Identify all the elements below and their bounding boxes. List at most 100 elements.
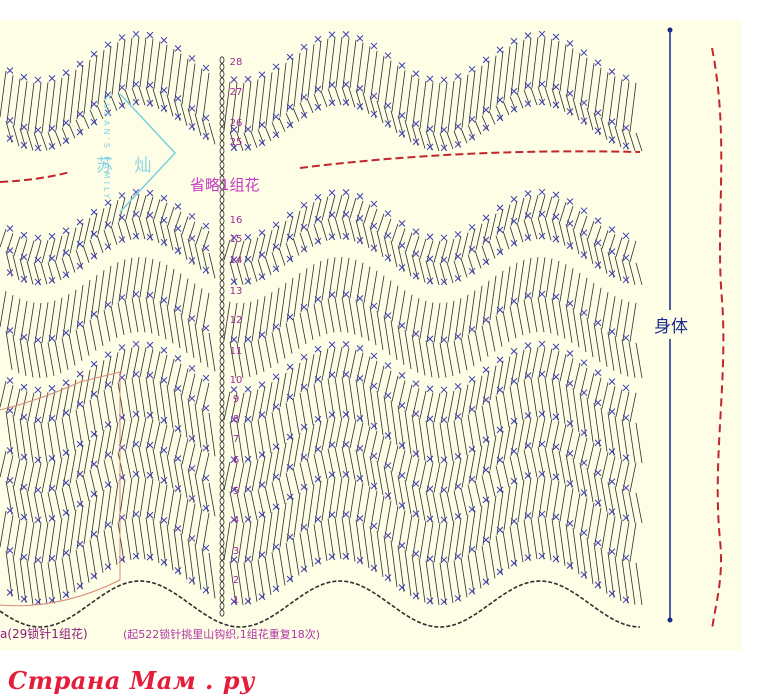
divider-chain-link (219, 245, 225, 253)
stitch-stroke (285, 322, 293, 354)
stitch-stroke (314, 420, 322, 454)
stitch-stroke (83, 439, 91, 475)
stitch-stroke (26, 421, 34, 463)
stitch-stroke (558, 220, 566, 246)
stitch-stroke (153, 261, 161, 300)
stitch-stroke (551, 218, 559, 243)
crossing-mark (468, 405, 476, 413)
stitch-stroke (251, 389, 259, 422)
crossing-mark (440, 144, 448, 152)
stitch-stroke (68, 123, 76, 139)
stitch-stroke (138, 296, 146, 333)
stitch-stroke (271, 482, 279, 509)
stitch-stroke (48, 460, 56, 493)
crossing-mark (118, 34, 126, 41)
stitch-stroke (6, 385, 14, 412)
crossing-mark (328, 411, 336, 419)
crossing-mark (62, 249, 70, 257)
crossing-mark (398, 242, 406, 249)
stitch-stroke (111, 482, 119, 526)
stitch-stroke (341, 296, 349, 333)
crossing-mark (370, 452, 378, 460)
crossing-mark (482, 236, 490, 244)
row-number: 28 (229, 57, 243, 68)
divider-chain-link (219, 259, 225, 267)
stitch-stroke (622, 521, 630, 560)
crossing-mark (272, 373, 280, 381)
stitch-stroke (62, 232, 70, 258)
row-number: 2 (232, 575, 240, 586)
stitch-stroke (475, 505, 483, 550)
stitch-stroke (530, 217, 538, 240)
crossing-mark (104, 199, 112, 207)
crossing-mark (34, 256, 42, 264)
stitch-stroke (635, 342, 643, 379)
crossing-mark (90, 50, 98, 58)
divider-chain-link (219, 63, 225, 71)
crossing-mark (258, 451, 266, 459)
stitch-stroke (355, 519, 363, 565)
crossing-mark (314, 515, 322, 523)
stitch-stroke (509, 96, 517, 112)
stitch-stroke (537, 516, 545, 560)
crossing-mark (300, 223, 308, 231)
stitch-stroke (258, 456, 266, 490)
stitch-stroke (257, 559, 265, 599)
stitch-stroke (47, 422, 55, 461)
crossing-mark (62, 137, 70, 145)
body-label: 身体 (654, 310, 688, 339)
crossing-mark (468, 65, 476, 73)
stitch-stroke (607, 252, 615, 278)
crossing-mark (174, 45, 182, 52)
crossing-mark (608, 226, 616, 234)
stitch-stroke (545, 258, 553, 298)
stitch-stroke (6, 75, 14, 122)
body-measure-top (667, 27, 673, 33)
stitch-stroke (517, 197, 525, 223)
stitch-stroke (454, 236, 462, 261)
stitch-stroke (265, 292, 273, 336)
stitch-stroke (47, 562, 55, 603)
crossing-mark (48, 515, 56, 522)
stitch-stroke (503, 266, 511, 311)
crossing-mark (454, 73, 462, 80)
divider-chain-link (219, 203, 225, 211)
stitch-stroke (580, 277, 588, 314)
stitch-stroke (26, 341, 34, 378)
crossing-mark (482, 396, 490, 404)
crossing-mark (552, 373, 560, 381)
stitch-stroke (559, 484, 567, 522)
stitch-stroke (377, 365, 385, 392)
stitch-stroke (68, 484, 76, 511)
stitch-stroke (264, 336, 272, 369)
stitch-stroke (97, 208, 105, 235)
stitch-stroke (313, 384, 321, 422)
crossing-mark (594, 469, 602, 477)
crossing-mark (384, 210, 392, 217)
crossing-mark (356, 103, 364, 110)
crossing-mark (146, 553, 154, 561)
stitch-stroke (537, 216, 545, 240)
crossing-mark (342, 511, 350, 518)
stitch-stroke (181, 438, 189, 465)
stitch-stroke (635, 422, 643, 464)
crossing-mark (132, 290, 140, 298)
crossing-mark (496, 114, 504, 122)
crossing-mark (174, 95, 182, 102)
stitch-stroke (524, 347, 532, 380)
stitch-stroke (299, 532, 307, 571)
divider-chain-link (219, 182, 225, 190)
stitch-stroke (208, 482, 216, 517)
crossing-mark (118, 102, 126, 109)
divider-chain-link (219, 301, 225, 309)
crossing-mark (244, 255, 252, 263)
stitch-stroke (307, 202, 315, 228)
stitch-stroke (552, 40, 560, 89)
crossing-mark (440, 556, 448, 564)
stitch-stroke (524, 195, 532, 220)
divider-chain-link (219, 420, 225, 428)
stitch-stroke (306, 528, 314, 567)
crossing-mark (580, 359, 588, 367)
crossing-mark (384, 574, 392, 581)
stitch-stroke (440, 82, 448, 134)
